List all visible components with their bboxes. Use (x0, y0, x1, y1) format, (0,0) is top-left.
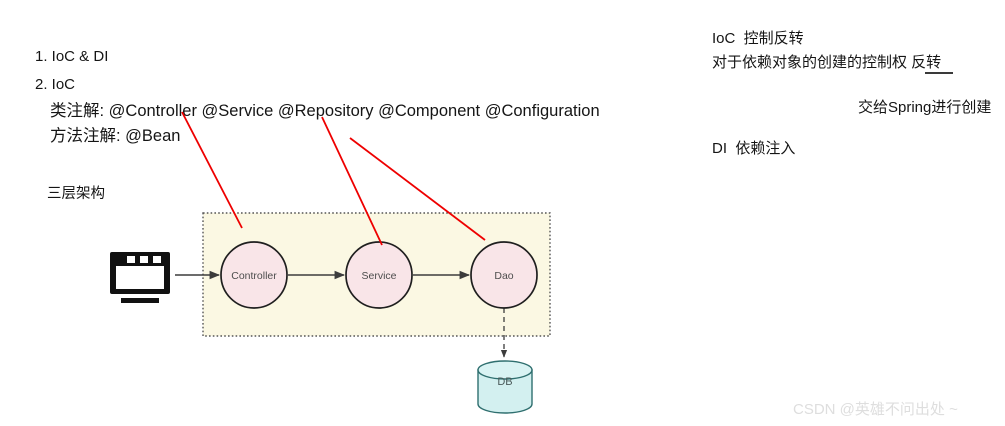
note-ioc-heading: 2. IoC (35, 76, 76, 93)
note-method-annotations: 方法注解: @Bean (50, 127, 181, 145)
node-dao-label: Dao (494, 270, 513, 282)
note-di-definition-title: DI 依赖注入 (712, 140, 796, 157)
annotation-line-service (321, 116, 383, 246)
database-cylinder: DB (477, 360, 533, 414)
database-label: DB (497, 376, 512, 388)
annotation-line-controller (181, 111, 243, 229)
monitor-icon (110, 252, 170, 303)
node-controller-label: Controller (231, 270, 277, 282)
csdn-watermark: CSDN @英雄不问出处 ~ (793, 401, 958, 418)
note-class-annotations: 类注解: @Controller @Service @Repository @C… (50, 102, 600, 120)
emphasis-underline (925, 72, 953, 74)
node-dao: Dao (470, 241, 538, 309)
node-controller: Controller (220, 241, 288, 309)
note-ioc-and-di: 1. IoC & DI (35, 48, 109, 65)
node-service-label: Service (361, 270, 396, 282)
note-ioc-definition-title: IoC 控制反转 (712, 30, 804, 47)
note-three-layer-architecture: 三层架构 (47, 186, 105, 202)
annotation-line-repository (349, 137, 486, 241)
note-spring-creation: 交给Spring进行创建 (858, 99, 992, 116)
note-ioc-definition-detail: 对于依赖对象的创建的控制权 反转 (712, 54, 942, 71)
node-service: Service (345, 241, 413, 309)
